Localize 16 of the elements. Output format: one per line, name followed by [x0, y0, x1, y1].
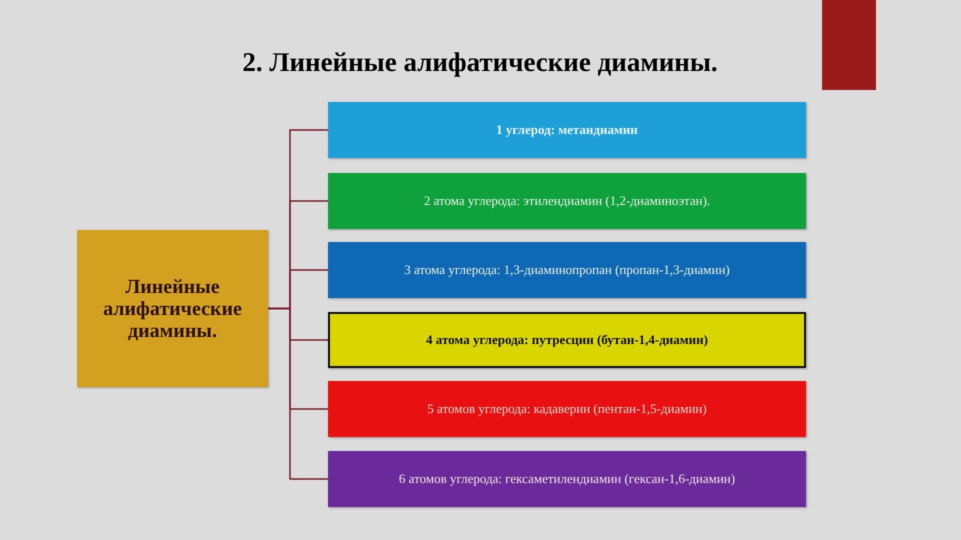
box-text: 1 углерод: метандиамин	[496, 121, 638, 140]
box-text: 2 атома углерода: этилендиамин (1,2-диаминоэтан).	[424, 192, 710, 210]
box-text: Линейные алифатические диамины.	[102, 276, 243, 342]
box-text: 4 атома углерода: путресцин (бутан-1,4-диамин)	[426, 331, 708, 350]
connector-line	[268, 308, 328, 480]
category-box	[328, 242, 806, 298]
category-box	[328, 381, 806, 437]
box-text: 6 атомов углерода: гексаметилендиамин (гексан-1,6-диамин)	[398, 470, 736, 488]
box-text: 5 атомов углерода: кадаверин (пентан-1,5-диамин)	[427, 400, 707, 418]
category-box	[328, 451, 806, 507]
box-text: 3 атома углерода: 1,3-диаминопропан (пропан-1,3-диамин)	[404, 261, 730, 280]
slide-title: 2. Линейные алифатические диамины.	[241, 46, 719, 79]
category-box	[328, 102, 806, 158]
category-box	[328, 173, 806, 229]
category-box	[328, 312, 806, 368]
root-box	[77, 230, 268, 387]
